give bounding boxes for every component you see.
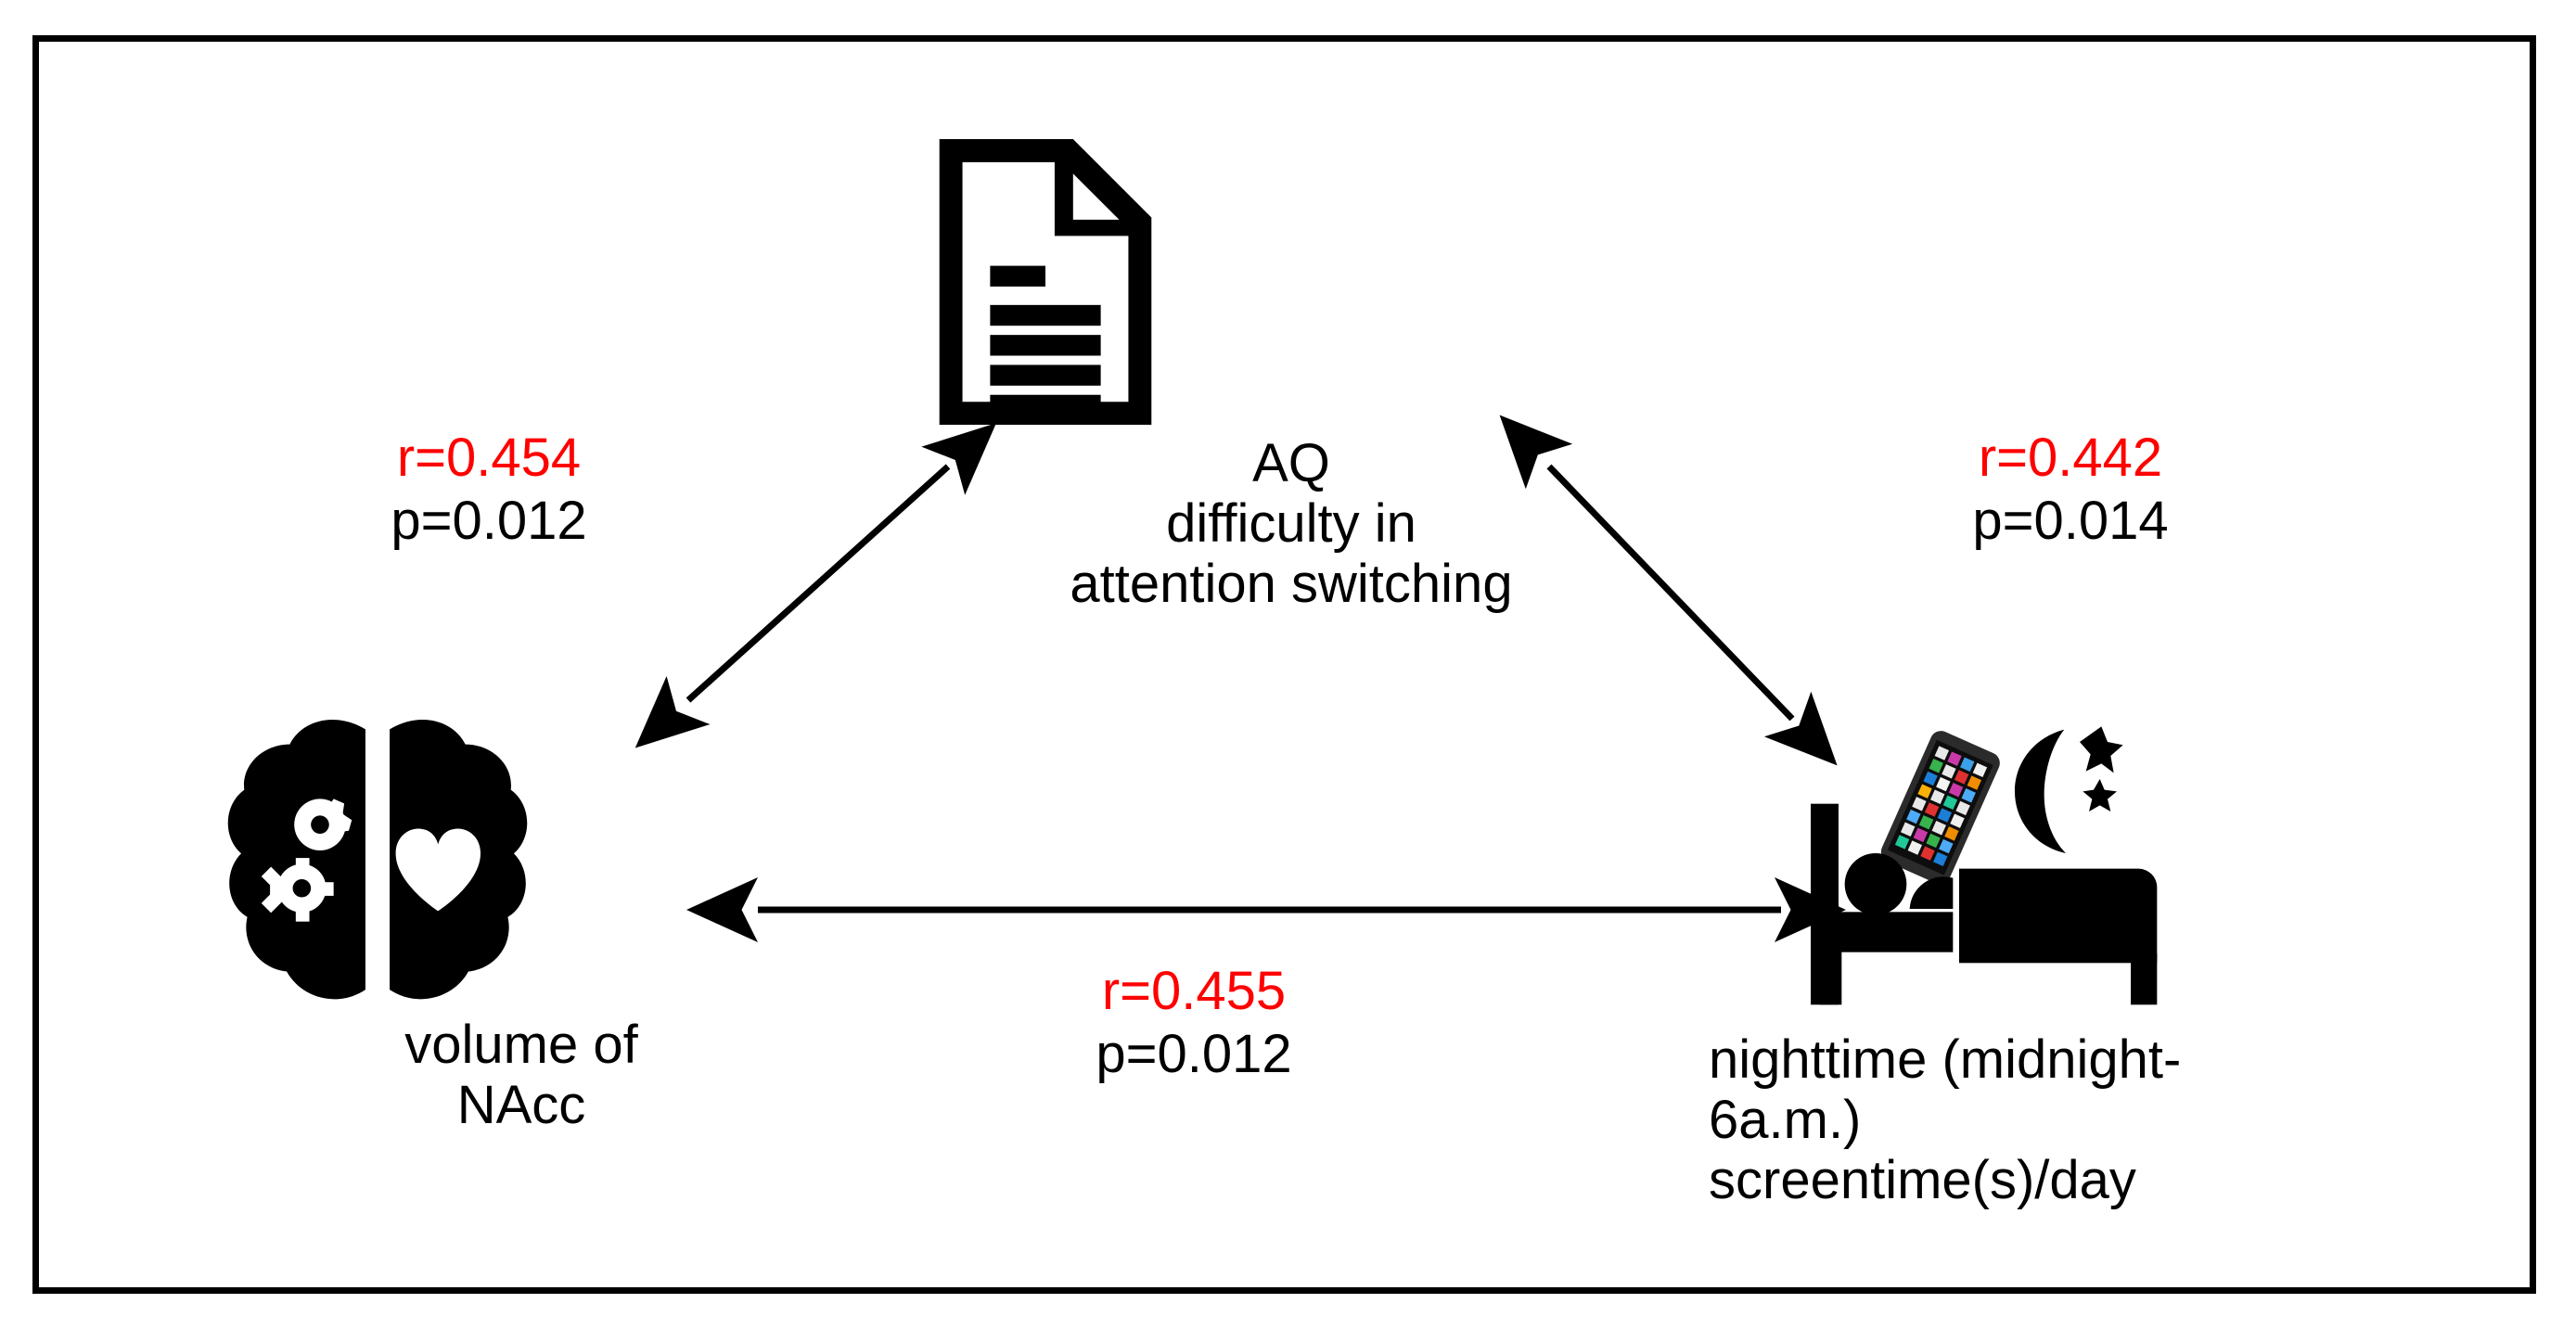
node-screentime: nighttime (midnight- 6a.m.) screentime(s… [1709, 714, 2451, 1211]
edge-p-value: p=0.012 [391, 490, 587, 551]
node-nacc: volume of NAcc [224, 714, 818, 1136]
edge-r-value: r=0.455 [1101, 961, 1287, 1021]
person-in-bed-with-phone-icon [1792, 714, 2451, 1025]
edge-r-value: r=0.442 [1978, 428, 2163, 488]
edge-arrow-nacc-aq [634, 423, 997, 748]
node-aq: AQ difficulty in attention switching [929, 134, 1653, 615]
edge-label-nacc-aq: r=0.454 p=0.012 [276, 427, 702, 553]
diagram-canvas: AQ difficulty in attention switching [39, 42, 2530, 1287]
node-nacc-label: volume of NAcc [404, 1015, 638, 1135]
figure-frame: AQ difficulty in attention switching [32, 35, 2536, 1294]
brain-icon [224, 714, 818, 1016]
node-aq-label: AQ difficulty in attention switching [1070, 433, 1513, 614]
moon-icon [2015, 726, 2123, 853]
node-screentime-label: nighttime (midnight- 6a.m.) screentime(s… [1709, 1029, 2182, 1210]
edge-p-value: p=0.012 [1096, 1023, 1292, 1084]
phone-icon [1880, 731, 2000, 885]
edge-label-aq-screentime: r=0.442 p=0.014 [1857, 427, 2284, 553]
document-icon [929, 134, 1653, 434]
edge-r-value: r=0.454 [396, 428, 582, 488]
edge-label-nacc-screentime: r=0.455 p=0.012 [823, 960, 1565, 1086]
edge-p-value: p=0.014 [1972, 490, 2169, 551]
